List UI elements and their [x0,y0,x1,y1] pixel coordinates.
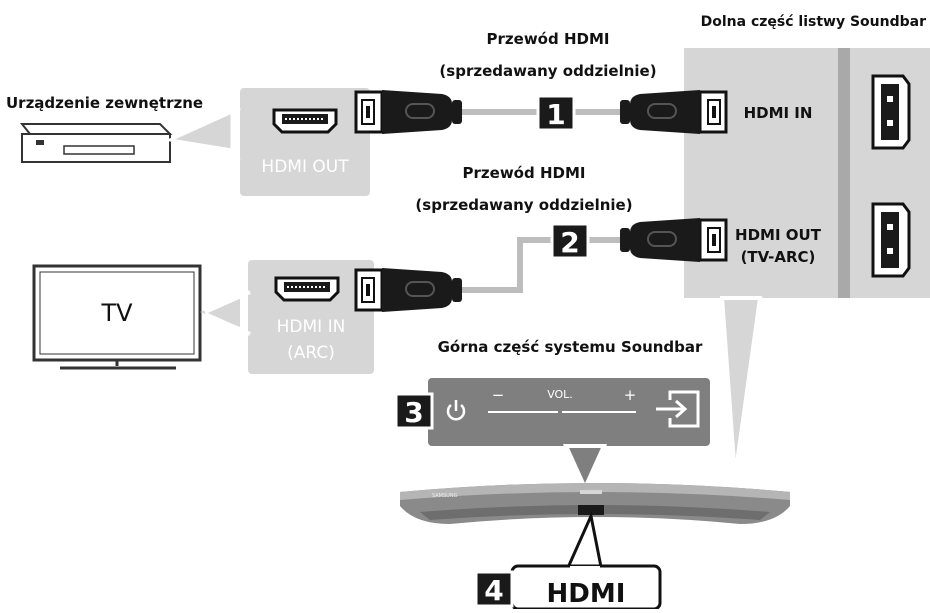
cable-1-label-line1: Przewód HDMI [487,30,610,48]
hdmi-port-label: HDMI [547,579,626,609]
tv-arc-label: (ARC) [287,343,335,363]
soundbar-hdmi-out-label: HDMI OUT [735,226,822,244]
soundbar-tv-arc-label: (TV-ARC) [741,248,816,266]
hdmi-cable-1 [354,90,728,134]
device-hdmi-out-port [272,108,338,134]
tv-label: TV [100,299,133,327]
step-3-number: 3 [404,396,423,429]
step-3-badge: 3 [394,392,434,430]
cable-2-label-line1: Przewód HDMI [463,164,586,182]
soundbar-top-panel: − VOL. + [420,370,718,493]
soundbar-body: SAMSUNG [400,483,790,524]
tv-hdmi-in-label: HDMI IN [277,317,346,337]
vol-plus-label: + [624,386,637,404]
soundbar-top-title: Górna część systemu Soundbar [438,338,703,356]
vol-label: VOL. [547,388,573,401]
hdmi-port-callout: HDMI [510,511,662,611]
soundbar-hdmi-out-port [871,202,911,278]
step-4-number: 4 [484,574,503,607]
external-device-icon [19,123,173,163]
soundbar-hdmi-in-port [871,74,911,150]
source-input-icon [656,390,700,428]
soundbar-bottom-title: Dolna część listwy Soundbar [701,14,926,30]
tv-hdmi-in-port [274,276,340,302]
cable-1-label-line2: (sprzedawany oddzielnie) [439,62,656,80]
tv-icon [32,264,202,370]
step-1-number: 1 [546,98,565,131]
vol-minus-label: − [492,386,505,404]
step-2-badge: 2 [550,222,590,260]
soundbar-hdmi-in-label: HDMI IN [744,104,813,122]
step-1-badge: 1 [536,94,576,132]
soundbar-brand-logo: SAMSUNG [432,493,458,499]
external-device-label: Urządzenie zewnętrzne [6,94,203,112]
step-4-badge: 4 [474,570,514,608]
cable-2-label-line2: (sprzedawany oddzielnie) [415,196,632,214]
hdmi-cable-2 [354,218,728,312]
device-hdmi-out-label: HDMI OUT [261,157,349,177]
step-2-number: 2 [560,226,579,259]
power-icon [446,400,466,421]
